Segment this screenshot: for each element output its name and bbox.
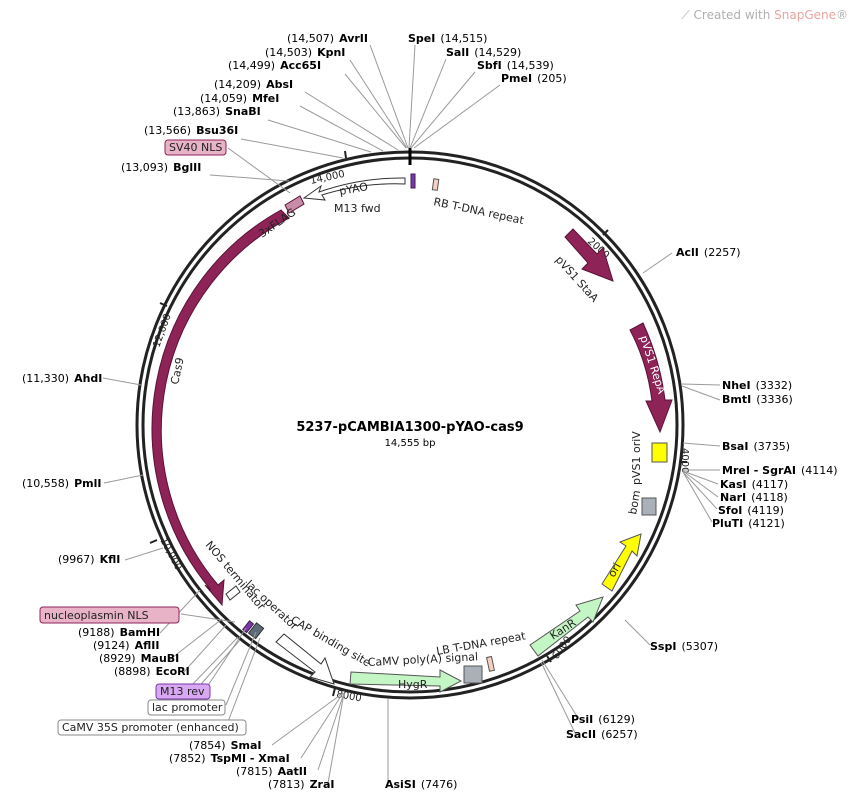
enzyme-ecori[interactable]: (8898)EcoRI <box>114 665 190 678</box>
svg-text:CaMV 35S promoter (enhanced): CaMV 35S promoter (enhanced) <box>62 721 239 734</box>
watermark-brand: SnapGene <box>774 8 836 22</box>
enzyme-kpni[interactable]: (14,503)KpnI <box>265 46 345 59</box>
enzyme-tspmi-xmai[interactable]: (7852)TspMI - XmaI <box>169 752 290 765</box>
enzyme-spei[interactable]: SpeI(14,515) <box>408 32 487 45</box>
enzyme-acc65i[interactable]: (14,499)Acc65I <box>228 59 321 72</box>
feature-ori-arrow[interactable] <box>601 533 642 592</box>
feature-hygr-label: HygR <box>398 678 428 691</box>
enzyme-sacii[interactable]: SacII(6257) <box>566 728 638 741</box>
tick-4000: 4000 <box>679 448 690 473</box>
enzyme-maubi[interactable]: (8929)MauBI <box>99 652 179 665</box>
feature-rb-repeat-label: RB T-DNA repeat <box>432 195 525 227</box>
feature-camv-polya-label: CaMV poly(A) signal <box>367 650 478 669</box>
enzyme-nhei[interactable]: NheI(3332) <box>722 379 792 392</box>
label-nucleoplasmin-nls[interactable]: nucleoplasmin NLS <box>39 606 180 624</box>
enzyme-pmli[interactable]: (10,558)PmlI <box>22 477 101 490</box>
svg-text:nucleoplasmin NLS: nucleoplasmin NLS <box>44 609 149 622</box>
feature-grey-marker <box>463 665 483 684</box>
enzyme-asisi[interactable]: AsiSI(7476) <box>385 778 457 791</box>
enzyme-nari[interactable]: NarI(4118) <box>720 491 788 504</box>
feature-pvs1-staa-arrow[interactable] <box>564 228 614 282</box>
enzyme-leader-lines <box>102 44 721 784</box>
enzyme-bamhi[interactable]: (9188)BamHI <box>78 626 160 639</box>
enzyme-mfei[interactable]: (14,059)MfeI <box>200 92 279 105</box>
enzyme-pluti[interactable]: PluTI(4121) <box>712 517 785 530</box>
label-m13-rev[interactable]: M13 rev <box>155 683 211 700</box>
enzyme-bsu36i[interactable]: (13,566)Bsu36I <box>144 124 238 137</box>
plasmid-length: 14,555 bp <box>385 438 436 449</box>
enzyme-bglii[interactable]: (13,093)BglII <box>121 161 201 174</box>
enzyme-ahdi[interactable]: (11,330)AhdI <box>22 372 102 385</box>
feature-ori-label: ori <box>605 561 623 580</box>
watermark-suffix: ® <box>836 8 848 22</box>
enzyme-psii[interactable]: PsiI(6129) <box>571 713 635 726</box>
feature-cap-site-arrow[interactable] <box>275 633 335 685</box>
enzyme-absi[interactable]: (14,209)AbsI <box>214 78 293 91</box>
label-lac-promoter[interactable]: lac promoter <box>147 699 226 716</box>
feature-bom-label: bom <box>626 489 643 515</box>
feature-3xflag[interactable] <box>284 195 305 214</box>
svg-text:lac promoter: lac promoter <box>152 701 223 714</box>
svg-text:8000: 8000 <box>335 689 362 704</box>
enzyme-avrii[interactable]: (14,507)AvrII <box>287 32 368 45</box>
feature-lb-repeat[interactable] <box>485 655 495 672</box>
feature-pvs1-repa-arrow[interactable] <box>629 322 673 434</box>
label-camv-35s-promoter[interactable]: CaMV 35S promoter (enhanced) <box>57 719 247 736</box>
enzyme-sfoi[interactable]: SfoI(4119) <box>718 504 784 517</box>
watermark-prefix: Created with <box>693 8 775 22</box>
enzyme-bsai[interactable]: BsaI(3735) <box>722 440 790 453</box>
feature-m13-fwd[interactable] <box>410 173 416 189</box>
feature-pyao-label: pYAO <box>338 180 369 198</box>
snapgene-logo-icon: ⟋ <box>681 8 694 22</box>
feature-kanr-arrow[interactable] <box>529 596 604 657</box>
svg-text:4000: 4000 <box>679 448 690 473</box>
svg-text:SV40 NLS: SV40 NLS <box>169 141 222 154</box>
enzyme-smai[interactable]: (7854)SmaI <box>189 739 261 752</box>
plasmid-name: 5237-pCAMBIA1300-pYAO-cas9 <box>296 420 523 435</box>
feature-lac-promoter-bar[interactable] <box>247 622 265 640</box>
enzyme-kasi[interactable]: KasI(4117) <box>720 478 788 491</box>
svg-text:M13 rev: M13 rev <box>160 685 205 698</box>
feature-pvs1-oriv-label: pVS1 oriV <box>630 431 643 485</box>
enzyme-aatii[interactable]: (7815)AatII <box>236 765 307 778</box>
feature-bom[interactable] <box>641 497 657 516</box>
enzyme-zrai[interactable]: (7813)ZraI <box>268 778 335 791</box>
feature-nos-terminator-label: NOS terminator <box>203 539 268 613</box>
feature-rb-repeat[interactable] <box>431 178 440 191</box>
feature-hygr-arrow[interactable] <box>349 669 463 693</box>
feature-pyao-arrow[interactable] <box>302 177 406 201</box>
enzyme-snabi[interactable]: (13,863)SnaBI <box>173 105 261 118</box>
enzyme-sali[interactable]: SalI(14,529) <box>446 46 521 59</box>
feature-m13-fwd-label: M13 fwd <box>334 202 381 215</box>
enzyme-aflii[interactable]: (9124)AflII <box>93 639 159 652</box>
enzyme-pmei[interactable]: PmeI(205) <box>501 72 567 85</box>
snapgene-watermark: ⟋ Created with SnapGene® <box>681 8 848 23</box>
enzyme-bmti[interactable]: BmtI(3336) <box>722 393 793 406</box>
feature-cas9-arrow[interactable] <box>151 209 290 607</box>
enzyme-sspi[interactable]: SspI(5307) <box>650 640 718 653</box>
enzyme-kfli[interactable]: (9967)KflI <box>58 553 120 566</box>
enzyme-sbfi[interactable]: SbfI(14,539) <box>477 59 554 72</box>
feature-pvs1-oriv[interactable] <box>651 442 668 463</box>
feature-cas9-label: Cas9 <box>168 356 186 385</box>
label-sv40-nls[interactable]: SV40 NLS <box>164 139 227 156</box>
feature-nos-terminator[interactable] <box>225 585 241 601</box>
enzyme-mrei-sgrai[interactable]: MreI - SgrAI(4114) <box>722 464 838 477</box>
enzyme-acli[interactable]: AclI(2257) <box>676 246 740 259</box>
